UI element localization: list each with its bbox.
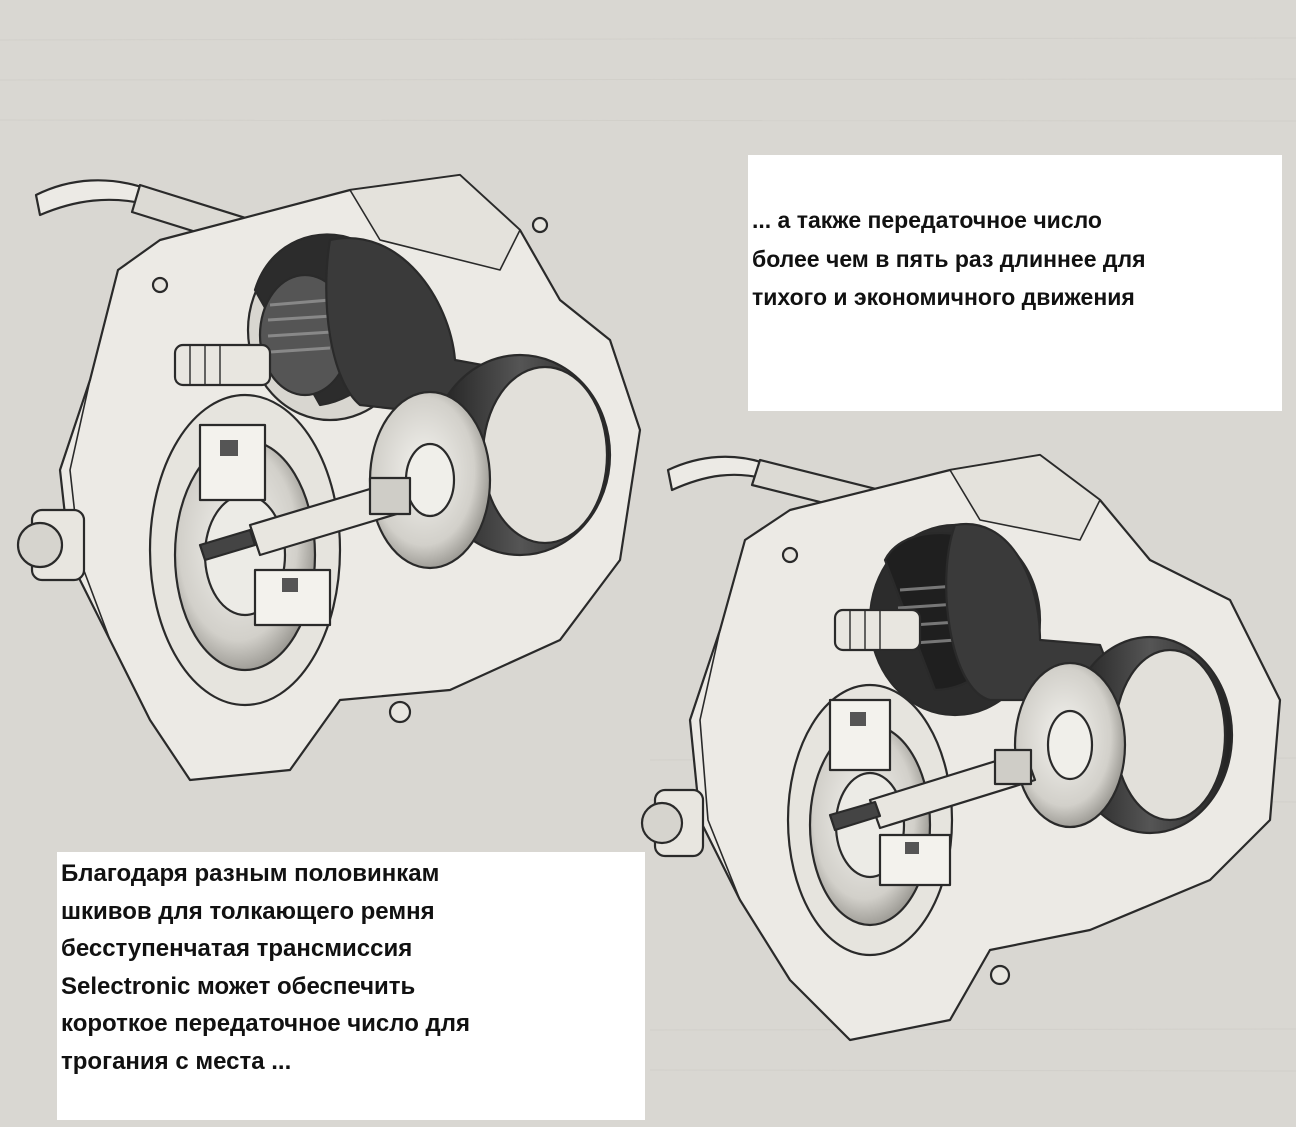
clutch-shoe-top bbox=[198, 423, 267, 502]
caption-line: тихого и экономичного движения bbox=[752, 284, 1135, 310]
caption-line: бесступенчатая трансмиссия bbox=[61, 935, 413, 963]
caption-short-ratio: Благодаря разным половинкам шкивов для т… bbox=[57, 852, 645, 1120]
input-shaft bbox=[173, 343, 272, 387]
clutch-shoe-bottom bbox=[253, 568, 332, 627]
caption-long-ratio: ... а также передаточное число более чем… bbox=[748, 155, 1282, 411]
secondary-shaft bbox=[868, 750, 1037, 830]
caption-line: более чем в пять раз длиннее для bbox=[752, 245, 1146, 272]
clutch-shoe-bottom bbox=[878, 833, 952, 887]
clutch-shoe-top bbox=[828, 698, 892, 772]
secondary-pulley bbox=[368, 353, 612, 570]
input-shaft bbox=[833, 608, 922, 652]
caption-line: короткое передаточное число для bbox=[61, 1010, 471, 1038]
caption-line: трогания с места ... bbox=[61, 1047, 292, 1075]
caption-line: шкивов для толкающего ремня bbox=[61, 897, 435, 925]
caption-line: Благодаря разным половинкам bbox=[61, 860, 440, 887]
transmission-drawing-short-ratio bbox=[16, 173, 642, 782]
caption-line: Selectronic может обеспечить bbox=[61, 972, 416, 1000]
secondary-pulley bbox=[1013, 635, 1234, 835]
transmission-drawing-long-ratio bbox=[640, 453, 1282, 1042]
caption-line: ... а также передаточное число bbox=[752, 207, 1102, 233]
